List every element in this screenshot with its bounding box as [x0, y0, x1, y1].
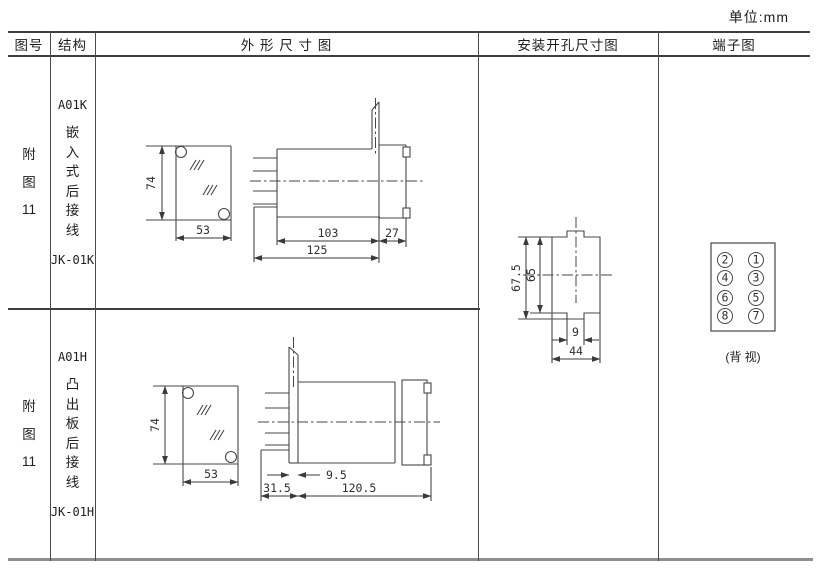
table-top-border — [8, 31, 810, 33]
dim-label-height: 74 — [144, 176, 158, 190]
dim-label-body: 120.5 — [342, 481, 377, 495]
front-view-row2 — [153, 385, 239, 486]
fig-char: 附 — [22, 147, 36, 163]
fig-number: 11 — [21, 202, 36, 218]
fig-number: 11 — [21, 454, 36, 470]
terminal-pins-icon — [253, 157, 277, 205]
col-divider-1 — [50, 31, 52, 561]
terminal-diagram: 2 1 4 3 6 5 8 7 (背 视) — [710, 242, 776, 364]
terminal-pin: 3 — [753, 271, 760, 285]
table-bottom-border — [8, 558, 813, 561]
structure-char: 入 — [65, 144, 80, 160]
outline-drawing-row2: 74 53 9.5 — [148, 337, 440, 501]
dim-label-inner-height: 65 — [524, 268, 538, 282]
structure-char: 接 — [65, 455, 80, 470]
dim-label-total: 125 — [307, 243, 328, 257]
header-fig-no: 图号 — [14, 38, 44, 53]
dim-label-body: 103 — [318, 226, 339, 240]
dim-label-flange-thk: 9.5 — [326, 468, 347, 482]
terminal-numbers: 2 1 4 3 6 5 8 7 — [722, 253, 760, 323]
model-code: A01H — [58, 350, 87, 364]
dim-label-height: 74 — [148, 418, 162, 432]
header-structure: 结构 — [58, 38, 87, 53]
model-code: A01K — [58, 98, 87, 112]
terminal-pin: 7 — [753, 309, 760, 323]
col-divider-4 — [658, 31, 660, 561]
rear-view-caption: (背 视) — [725, 349, 760, 364]
terminal-circles — [717, 252, 764, 324]
dim-label-front: 31.5 — [263, 481, 291, 495]
dim-label-width: 53 — [204, 467, 218, 481]
col-divider-2 — [95, 31, 97, 561]
dim-label-width: 53 — [196, 223, 210, 237]
terminal-pin: 8 — [722, 309, 729, 323]
relay-code: JK-01K — [50, 253, 95, 267]
structure-row1: A01K 嵌 入 式 后 接 线 JK-01K — [50, 57, 95, 308]
figure-no-row1: 附 图 11 — [8, 57, 50, 308]
hatch-mark-icon — [189, 159, 218, 196]
terminal-box — [710, 242, 776, 332]
outline-drawing-row1: 74 53 103 — [144, 98, 425, 263]
terminal-pins-icon — [265, 392, 289, 446]
relay-code: JK-01H — [50, 505, 95, 519]
header-outline: 外 形 尺 寸 图 — [240, 38, 333, 53]
structure-char: 凸 — [65, 377, 80, 392]
dim-label-flange: 27 — [385, 226, 399, 240]
header-terminal: 端子图 — [712, 38, 756, 53]
mount-hole-icon — [224, 450, 238, 464]
fig-char: 图 — [22, 174, 36, 190]
fig-char: 附 — [22, 399, 36, 415]
terminal-pin: 6 — [722, 291, 729, 305]
structure-char: 线 — [65, 222, 80, 238]
mount-hole-icon — [174, 145, 188, 159]
header-bottom-border — [8, 55, 810, 57]
figure-no-row2: 附 图 11 — [8, 309, 50, 560]
structure-char: 线 — [65, 474, 80, 490]
mount-hole-icon — [181, 386, 195, 400]
structure-row2: A01H 凸 出 板 后 接 线 JK-01H — [50, 309, 95, 560]
header-install: 安装开孔尺寸图 — [517, 38, 619, 53]
structure-char: 后 — [65, 435, 80, 451]
install-cutout-drawing: 67.5 65 9 44 — [509, 217, 614, 363]
terminal-pin: 2 — [722, 253, 729, 267]
front-view-row1 — [146, 145, 232, 241]
structure-char: 式 — [65, 164, 80, 179]
structure-char: 板 — [65, 416, 80, 431]
terminal-pin: 5 — [753, 291, 760, 305]
structure-char: 接 — [65, 203, 80, 218]
terminal-pin: 1 — [753, 253, 760, 267]
structure-char: 后 — [65, 183, 80, 199]
structure-char: 嵌 — [65, 125, 80, 140]
side-view-row1 — [253, 101, 411, 263]
extension-lines — [518, 236, 601, 363]
row-separator — [8, 308, 480, 310]
dim-label-notch: 9 — [572, 325, 579, 339]
mount-hole-icon — [217, 207, 231, 221]
terminal-pin: 4 — [722, 271, 729, 285]
structure-char: 出 — [65, 396, 80, 412]
col-divider-3 — [478, 31, 480, 561]
fig-char: 图 — [22, 426, 36, 442]
dim-label-cutout-width: 44 — [569, 344, 583, 358]
unit-label: 单位:mm — [728, 9, 789, 25]
dim-label-outer-height: 67.5 — [509, 264, 523, 292]
hatch-mark-icon — [196, 404, 225, 441]
